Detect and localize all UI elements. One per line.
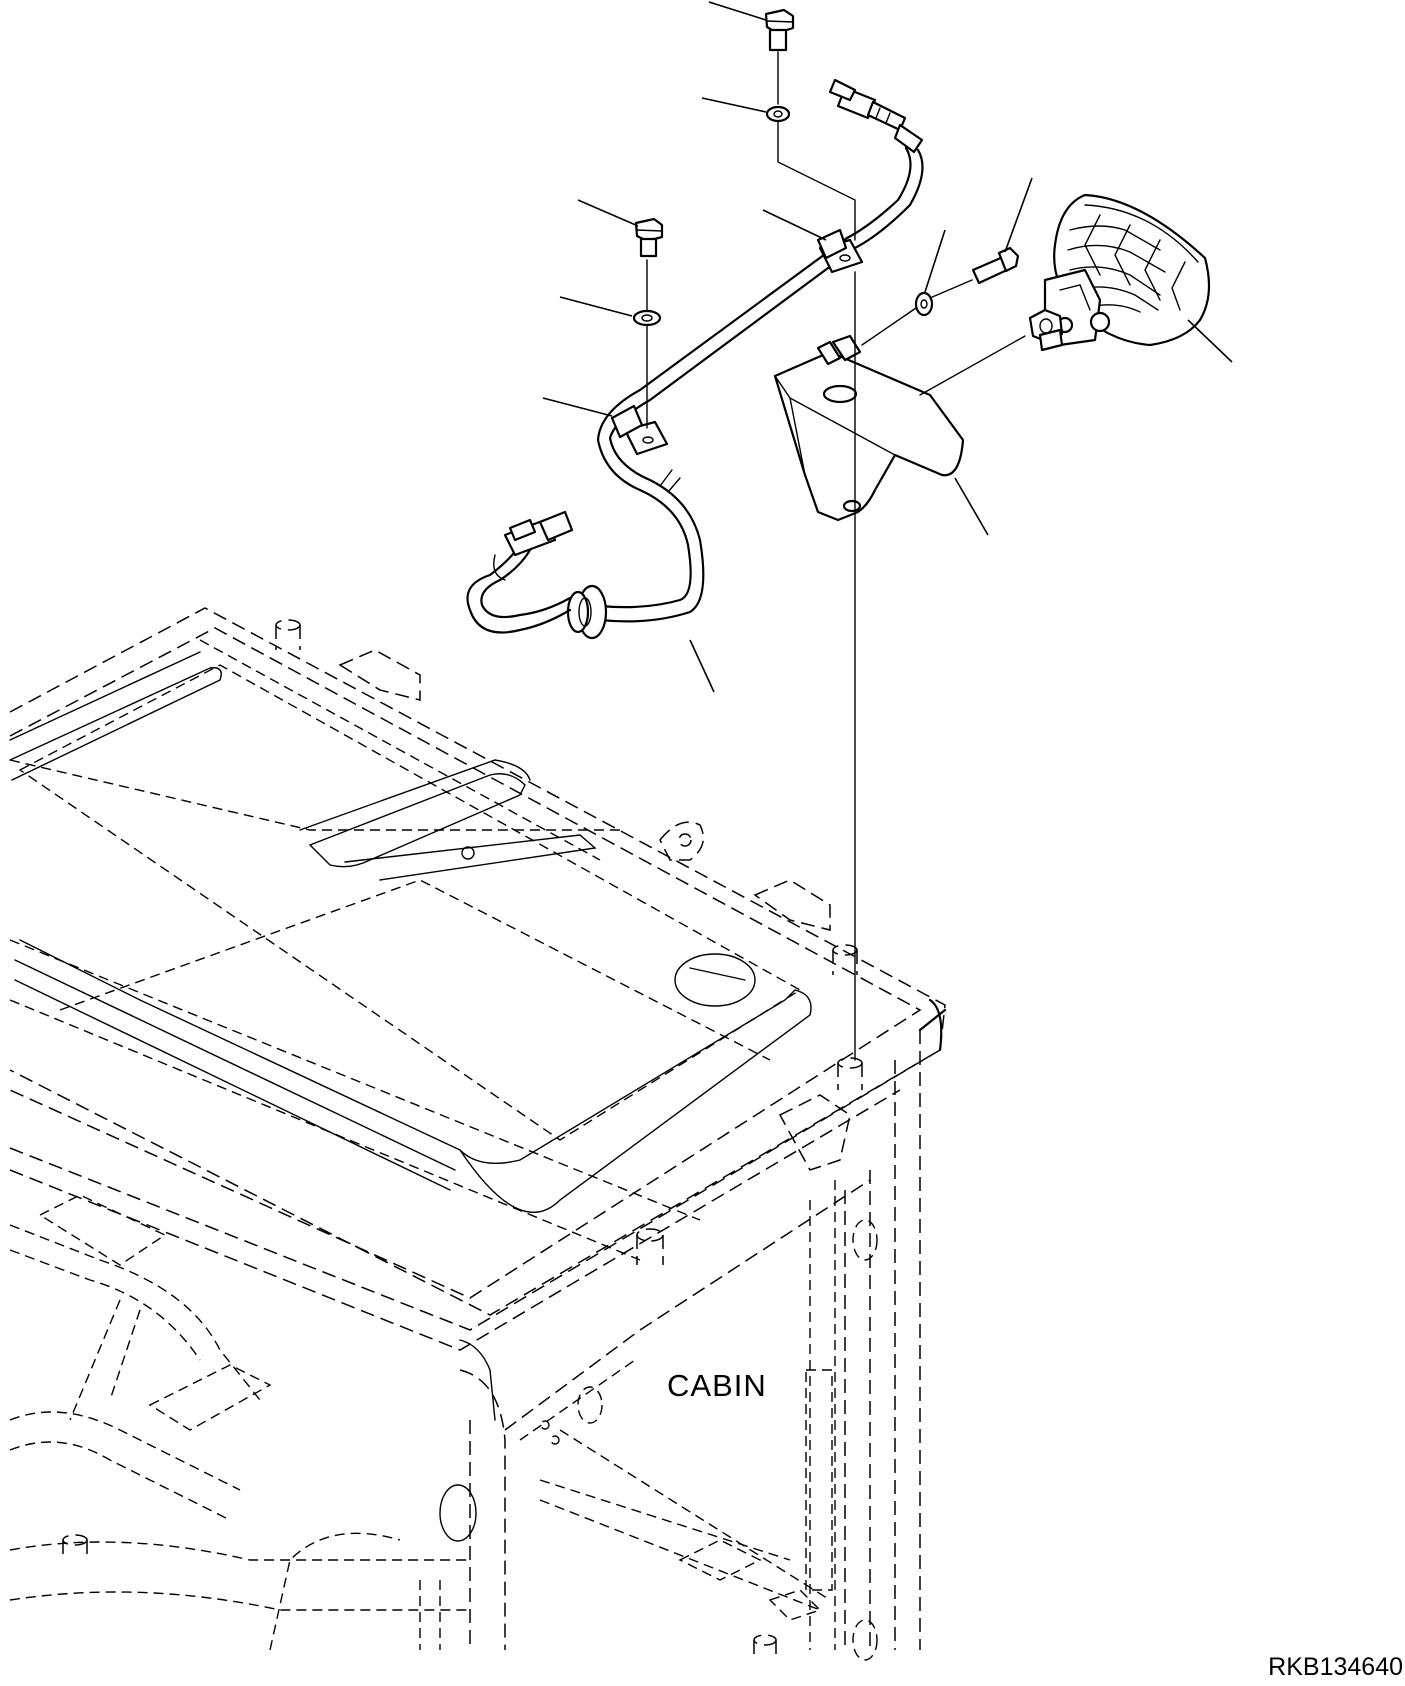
washer-lamp bbox=[914, 291, 934, 317]
cabin-roof bbox=[9, 607, 946, 1661]
bolt-left bbox=[634, 217, 664, 258]
washer-left bbox=[632, 309, 662, 327]
assembly-lines bbox=[646, 51, 1026, 1061]
cabin-label: CABIN bbox=[667, 1368, 767, 1403]
leader-lines bbox=[542, 1, 1233, 693]
work-lamp bbox=[1028, 193, 1211, 352]
bolt-upper bbox=[764, 8, 795, 52]
washer-upper bbox=[765, 105, 791, 123]
cab-front-edge bbox=[459, 1008, 947, 1421]
drawing-code: RKB134640 bbox=[1268, 1653, 1403, 1681]
lamp-bracket bbox=[773, 334, 965, 522]
wire-harness bbox=[466, 78, 924, 640]
bolt-lamp bbox=[971, 246, 1020, 285]
